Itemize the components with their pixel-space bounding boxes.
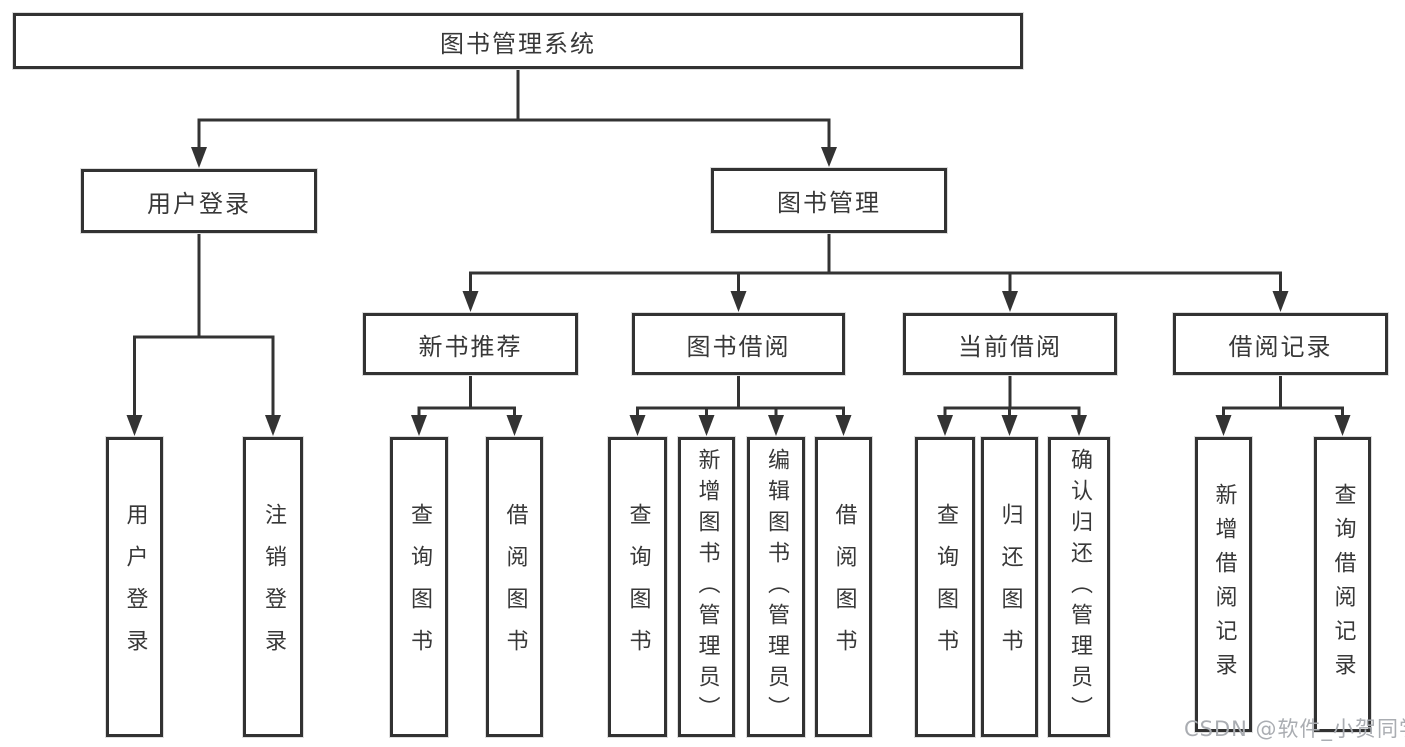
leaf-edit-book-admin-label: 编辑图书（管理员） — [764, 447, 789, 727]
leaf-logout-label: 注销登录 — [261, 503, 286, 671]
node-new-book-rec: 新书推荐 — [363, 313, 578, 375]
leaf-return-book: 归还图书 — [981, 437, 1038, 737]
node-root: 图书管理系统 — [13, 13, 1023, 69]
leaf-borrow-query-book: 查询图书 — [608, 437, 667, 737]
node-borrow-records-label: 借阅记录 — [1228, 332, 1333, 361]
node-book-borrow-label: 图书借阅 — [686, 332, 791, 361]
connector-borrow-records-to-leaves — [1215, 375, 1351, 436]
leaf-edit-book-admin: 编辑图书（管理员） — [747, 437, 805, 737]
node-borrow-records: 借阅记录 — [1173, 313, 1388, 375]
node-user-login-branch: 用户登录 — [81, 169, 317, 233]
leaf-borrow-book: 借阅图书 — [815, 437, 872, 737]
node-book-mgmt-branch-label: 图书管理 — [777, 189, 881, 217]
leaf-return-book-label: 归还图书 — [997, 503, 1023, 671]
leaf-rec-borrow-book: 借阅图书 — [486, 437, 543, 737]
leaf-user-login-label: 用户登录 — [122, 503, 148, 671]
node-new-book-rec-label: 新书推荐 — [418, 332, 523, 361]
leaf-query-borrow-record: 查询借阅记录 — [1314, 437, 1371, 732]
connector-current-borrow-to-leaves — [937, 375, 1087, 436]
leaf-confirm-return-admin-label: 确认归还（管理员） — [1067, 447, 1092, 727]
leaf-add-borrow-record: 新增借阅记录 — [1195, 437, 1252, 732]
csdn-watermark: CSDN @软件_小贺同学 — [1184, 717, 1405, 741]
node-user-login-branch-label: 用户登录 — [147, 189, 251, 218]
leaf-borrow-book-label: 借阅图书 — [831, 503, 857, 671]
node-current-borrow: 当前借阅 — [903, 313, 1117, 375]
node-book-borrow: 图书借阅 — [632, 313, 845, 375]
leaf-confirm-return-admin: 确认归还（管理员） — [1048, 437, 1110, 737]
node-current-borrow-label: 当前借阅 — [958, 332, 1062, 361]
connector-new-book-rec-to-leaves — [411, 375, 523, 436]
leaf-user-login: 用户登录 — [106, 437, 163, 737]
leaf-add-borrow-record-label: 新增借阅记录 — [1211, 482, 1237, 687]
connector-user-login-to-leaves — [126, 233, 281, 436]
leaf-logout: 注销登录 — [243, 437, 303, 737]
leaf-rec-query-book: 查询图书 — [390, 437, 448, 737]
leaf-rec-query-book-label: 查询图书 — [407, 503, 432, 671]
connector-book-borrow-to-leaves — [629, 375, 852, 436]
leaf-current-query-book: 查询图书 — [915, 437, 975, 737]
connector-book-mgmt-to-level3 — [462, 233, 1289, 312]
connector-root-to-level2 — [191, 69, 837, 168]
node-book-mgmt-branch: 图书管理 — [711, 168, 947, 233]
leaf-add-book-admin-label: 新增图书（管理员） — [694, 447, 720, 727]
leaf-borrow-query-book-label: 查询图书 — [625, 503, 651, 671]
node-root-label: 图书管理系统 — [440, 29, 596, 58]
leaf-add-book-admin: 新增图书（管理员） — [678, 437, 735, 737]
leaf-query-borrow-record-label: 查询借阅记录 — [1330, 482, 1356, 687]
leaf-current-query-book-label: 查询图书 — [933, 503, 958, 671]
leaf-rec-borrow-book-label: 借阅图书 — [502, 503, 528, 671]
